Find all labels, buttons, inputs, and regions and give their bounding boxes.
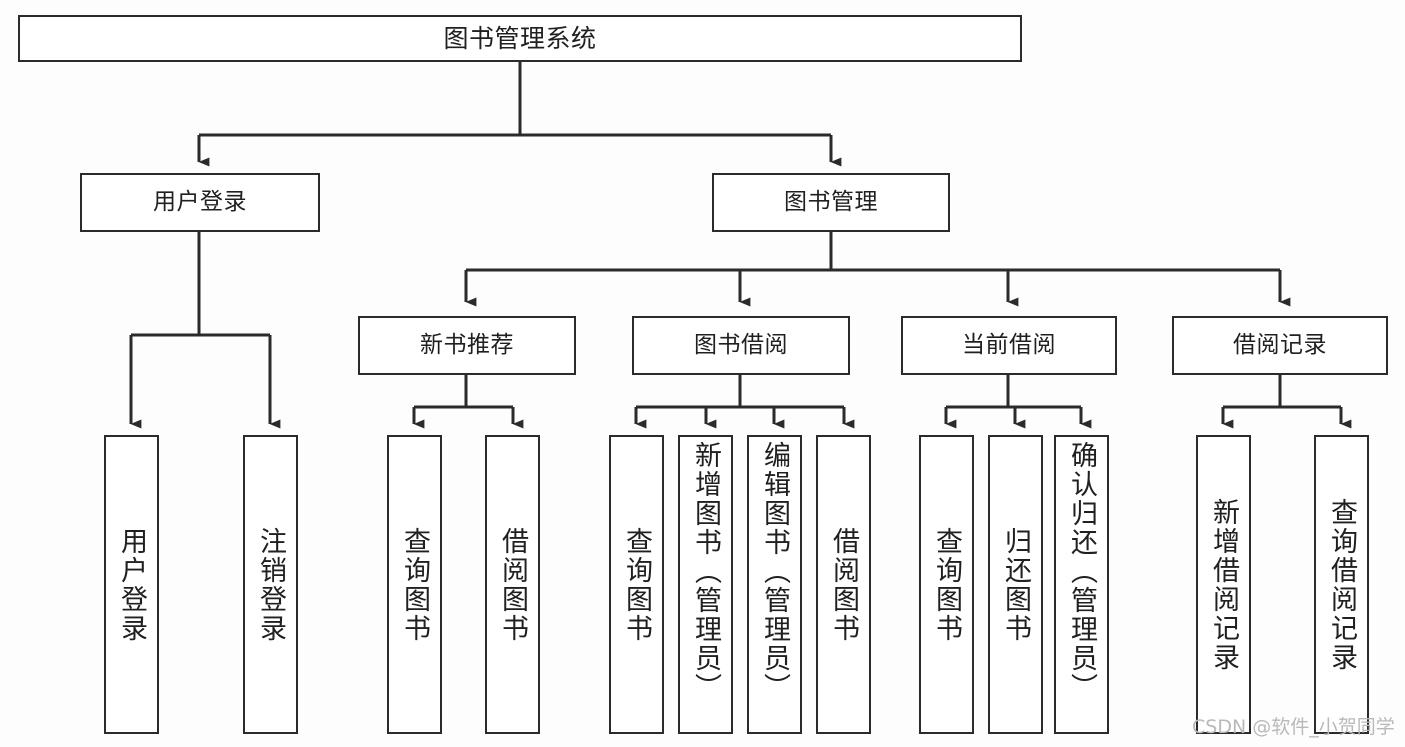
node-label: 新书推荐 [420,331,514,358]
leaf-record-add-record[interactable]: 新增借阅记录 [1196,435,1251,734]
node-label: 当前借阅 [962,331,1056,358]
node-label: 借阅图书 [828,526,859,643]
node-root-system[interactable]: 图书管理系统 [18,15,1022,62]
leaf-recommend-query-book[interactable]: 查询图书 [387,435,442,734]
node-label: 查询借阅记录 [1326,497,1357,672]
node-label: 新增图书（管理员） [690,441,721,702]
node-current-borrow[interactable]: 当前借阅 [901,316,1117,375]
node-book-borrow[interactable]: 图书借阅 [632,316,850,375]
node-new-book-recommend[interactable]: 新书推荐 [358,316,576,375]
node-label: 确认归还（管理员） [1066,441,1097,702]
node-label: 新增借阅记录 [1208,497,1239,672]
node-label: 用户登录 [153,188,247,215]
node-label: 编辑图书（管理员） [759,441,790,702]
csdn-watermark: CSDN @软件_小贺同学 [1192,716,1395,738]
leaf-borrow-add-book-admin[interactable]: 新增图书（管理员） [678,435,733,734]
leaf-borrow-query-book[interactable]: 查询图书 [609,435,664,734]
leaf-current-query-book[interactable]: 查询图书 [919,435,974,734]
node-label: 借阅图书 [497,526,528,643]
leaf-user-login-login[interactable]: 用户登录 [104,435,159,734]
node-label: 查询图书 [931,526,962,643]
node-label: 注销登录 [255,526,286,643]
node-label: 用户登录 [116,526,147,643]
node-label: 归还图书 [1000,526,1031,643]
leaf-borrow-borrow-book[interactable]: 借阅图书 [816,435,871,734]
leaf-borrow-edit-book-admin[interactable]: 编辑图书（管理员） [747,435,802,734]
leaf-record-query-record[interactable]: 查询借阅记录 [1314,435,1369,734]
leaf-current-return-book[interactable]: 归还图书 [988,435,1043,734]
node-label: 查询图书 [621,526,652,643]
node-label: 图书管理系统 [443,23,597,53]
leaf-user-login-logout[interactable]: 注销登录 [243,435,298,734]
node-label: 借阅记录 [1233,331,1327,358]
node-book-management[interactable]: 图书管理 [712,173,950,232]
node-label: 图书借阅 [694,331,788,358]
leaf-current-confirm-return-admin[interactable]: 确认归还（管理员） [1054,435,1109,734]
node-label: 图书管理 [784,188,878,215]
node-user-login[interactable]: 用户登录 [80,173,320,232]
node-borrow-record[interactable]: 借阅记录 [1172,316,1388,375]
node-label: 查询图书 [399,526,430,643]
leaf-recommend-borrow-book[interactable]: 借阅图书 [485,435,540,734]
